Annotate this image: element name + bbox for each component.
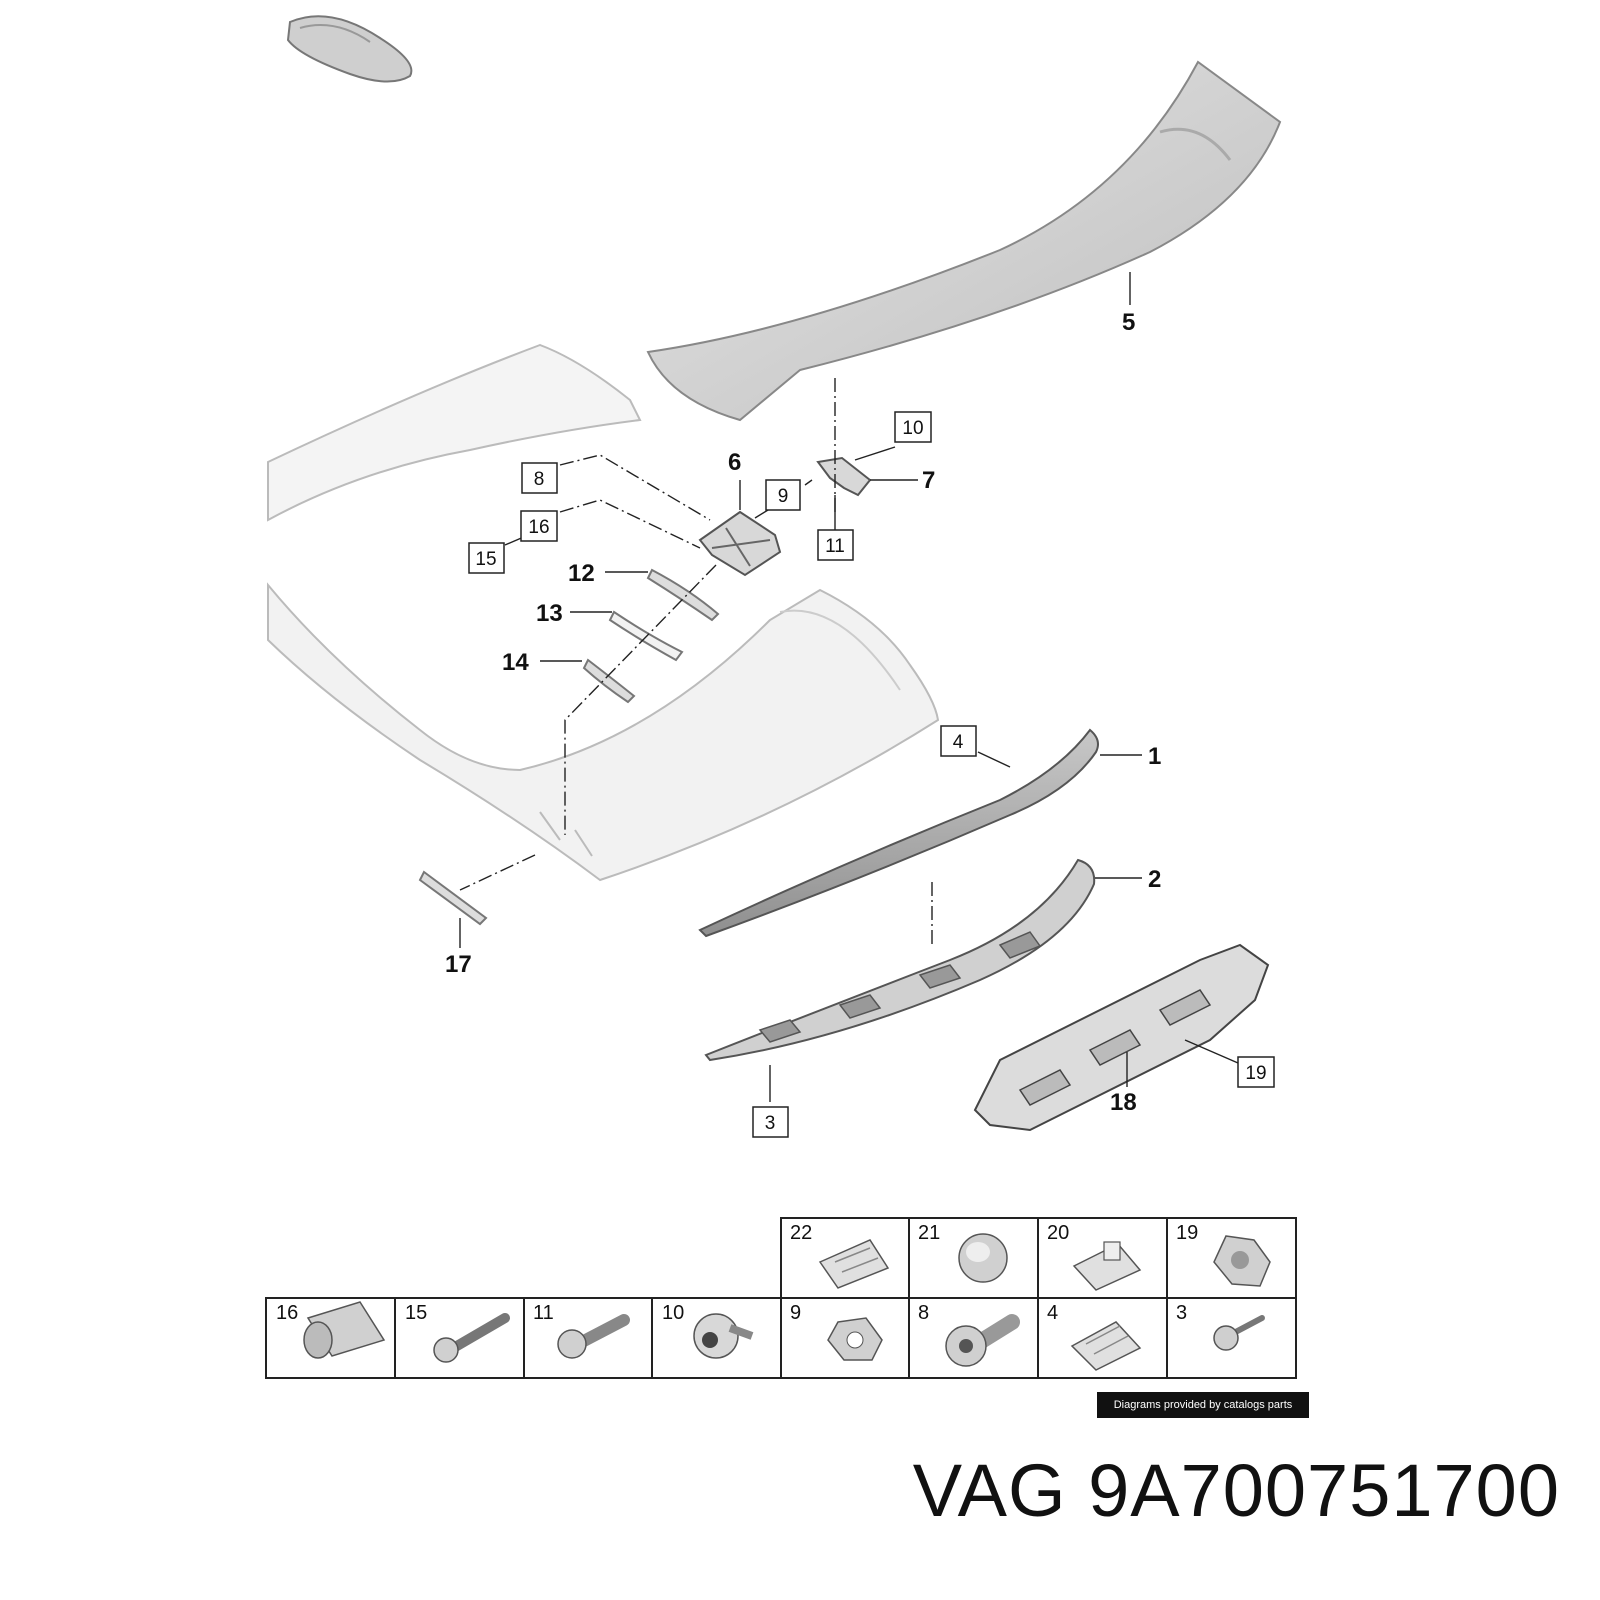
callout-1: 1: [1148, 743, 1161, 770]
leader-lines: [459, 272, 1239, 1102]
svg-text:11: 11: [825, 536, 845, 557]
svg-text:8: 8: [534, 469, 545, 490]
trim-strip: [698, 728, 1099, 938]
hw-cell-10: 10: [662, 1302, 684, 1324]
mounting-frame: [973, 943, 1270, 1132]
boxed-callouts: 10 8 9 16 11 15 4 19: [468, 411, 1275, 1138]
svg-text:4: 4: [953, 732, 964, 753]
boxed-callout-4: 4: [940, 725, 977, 757]
callout-7: 7: [922, 467, 935, 494]
hw-cell-15: 15: [405, 1302, 427, 1324]
svg-text:3: 3: [765, 1113, 776, 1134]
boxed-callout-11: 11: [817, 529, 854, 561]
hw-cell-4: 4: [1047, 1302, 1058, 1324]
hw-cell-8: 8: [918, 1302, 929, 1324]
bolt-icon: [433, 1313, 510, 1363]
svg-text:15: 15: [475, 549, 496, 570]
tailgate-panel: [267, 343, 940, 882]
rivet-icon: [958, 1233, 1008, 1283]
svg-text:9: 9: [778, 486, 789, 507]
car-thumbnail-icon: [286, 15, 413, 83]
callout-2: 2: [1148, 866, 1161, 893]
boxed-callout-3: 3: [752, 1106, 789, 1138]
boxed-callout-19: 19: [1237, 1056, 1275, 1088]
callout-12: 12: [568, 560, 595, 587]
hw-cell-20: 20: [1047, 1222, 1069, 1244]
boxed-callout-10: 10: [894, 411, 932, 443]
callout-6: 6: [728, 449, 741, 476]
hw-cell-16: 16: [276, 1302, 298, 1324]
hardware-table: 22 21 20 19 16 15 11 10 9 8 4 3: [265, 1217, 1297, 1379]
assembly-lines: [459, 378, 933, 945]
boxed-callout-16: 16: [520, 510, 558, 542]
callout-17: 17: [445, 951, 472, 978]
clip-icon: [1070, 1321, 1142, 1371]
clip-icon: [818, 1239, 890, 1289]
rivet-icon: [693, 1313, 754, 1359]
bolt-icon: [557, 1314, 630, 1359]
boxed-callout-9: 9: [765, 479, 801, 511]
callout-5: 5: [1122, 309, 1135, 336]
boxed-callout-8: 8: [521, 462, 558, 494]
callout-13: 13: [536, 600, 563, 627]
mounting-bracket: [698, 456, 872, 577]
svg-text:10: 10: [902, 418, 923, 439]
bolt-icon: [945, 1314, 1020, 1367]
boxed-callout-15: 15: [468, 542, 505, 574]
part-number: VAG 9A700751700: [912, 1449, 1560, 1532]
washer-icon: [827, 1317, 883, 1361]
svg-text:19: 19: [1245, 1063, 1266, 1084]
clip-icon: [1072, 1241, 1142, 1291]
hw-cell-9: 9: [790, 1302, 801, 1324]
bolt-icon: [1213, 1315, 1265, 1351]
nut-icon: [303, 1301, 386, 1359]
hw-cell-11: 11: [533, 1302, 554, 1324]
hw-cell-19: 19: [1176, 1222, 1198, 1244]
hw-cell-3: 3: [1176, 1302, 1187, 1324]
trim-carrier: [704, 858, 1096, 1062]
hw-cell-21: 21: [918, 1222, 940, 1244]
rear-spoiler: [646, 60, 1282, 422]
callout-14: 14: [502, 649, 529, 676]
bold-callouts: 5 6 7 12 13 14 17 1 2 18: [445, 309, 1161, 1116]
svg-text:16: 16: [528, 517, 549, 538]
credit-label: Diagrams provided by catalogs parts: [1097, 1392, 1309, 1418]
callout-18: 18: [1110, 1089, 1137, 1116]
hw-cell-22: 22: [790, 1222, 812, 1244]
nut-icon: [1213, 1235, 1271, 1287]
